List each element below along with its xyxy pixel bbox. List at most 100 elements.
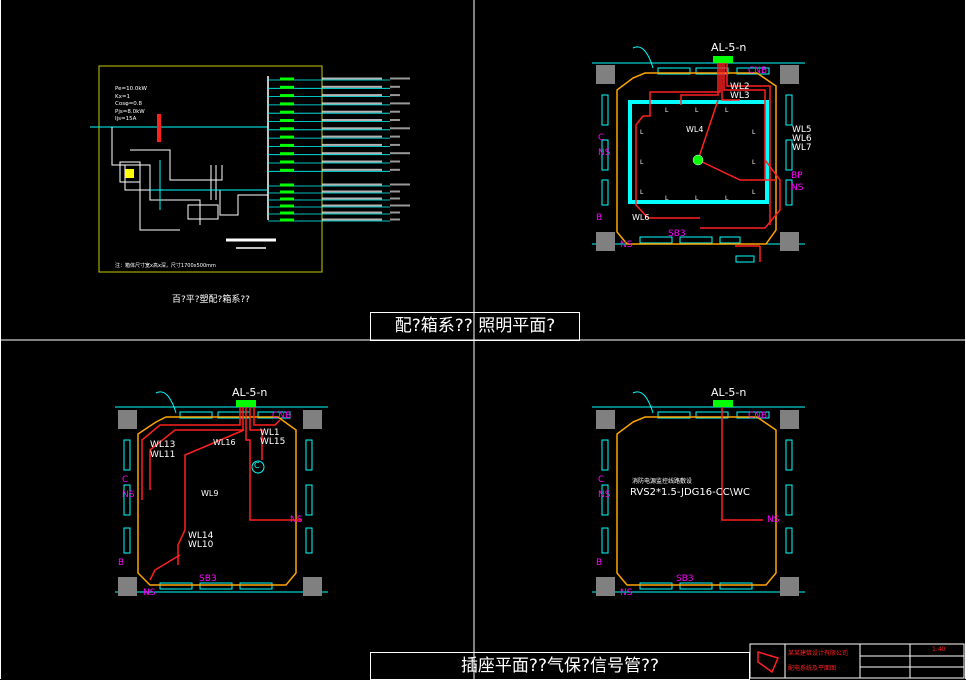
branch-breaker-icon [280,119,294,122]
svg-text:NS: NS [598,148,611,158]
branch-spec-text [322,218,382,221]
branch-load-text [390,119,400,121]
svg-text:L: L [695,107,699,114]
branch-load-text [390,102,410,105]
branch-breaker-icon [280,197,294,201]
svg-text:L: L [695,195,699,202]
circuit-wl11: WL11 [150,450,176,460]
branch-load-text [390,183,410,186]
caption-top-text: 配?箱系?? 照明平面? [394,316,556,336]
branch-circuit-rows [268,77,410,222]
panel-label-bottom-right: AL-5-n [711,386,747,399]
svg-text:SB3: SB3 [668,229,686,239]
branch-spec-text [322,77,382,80]
caption-bottom: 插座平面??气保?信号管?? [370,652,750,680]
branch-spec-text [322,211,382,214]
svg-text:SB3: SB3 [199,574,217,584]
branch-spec-text [322,110,382,113]
branch-load-text [390,218,400,221]
branch-breaker-icon [280,94,294,98]
param-cos: Cosφ=0.8 [115,101,143,107]
circuit-wl15: WL15 [260,437,286,447]
branch-load-text [390,152,410,155]
branch-breaker-icon [280,160,294,164]
svg-text:B: B [596,558,602,568]
branch-load-text [390,85,400,88]
svg-text:L: L [725,195,729,202]
socket-plan: C NS NS NS SB3 CNB B [115,391,328,598]
svg-text:L: L [665,107,669,114]
company-logo-icon [757,650,780,674]
branch-spec-text [322,143,382,146]
svg-text:CNB: CNB [272,411,291,421]
title-company: 某某建筑设计有限公司 [788,650,849,657]
svg-text:NS: NS [290,515,303,525]
svg-text:L: L [640,159,644,166]
circuit-wl3: WL3 [730,91,750,101]
svg-text:L: L [665,195,669,202]
svg-text:NS: NS [767,515,780,525]
branch-breaker-icon [280,183,294,187]
svg-text:NS: NS [620,240,633,250]
circuit-wl10: WL10 [188,540,214,550]
svg-text:L: L [752,159,756,166]
circuit-wl7: WL7 [792,143,812,153]
svg-text:B: B [118,558,124,568]
branch-breaker-icon [280,102,294,106]
branch-load-text [390,160,400,163]
branch-load-text [390,110,400,113]
circuit-wl9: WL9 [201,489,219,498]
branch-breaker-icon [280,135,294,139]
param-pe: Pe=10.0kW [115,86,147,92]
caption-top: 配?箱系?? 照明平面? [370,312,580,341]
main-breaker-icon [157,114,161,142]
branch-breaker-icon [280,77,294,81]
branch-breaker-icon [280,152,294,156]
circuit-wl2: WL2 [730,82,750,92]
svg-text:B: B [596,213,602,223]
branch-breaker-icon [280,127,294,131]
circuit-wl4: WL4 [686,125,704,134]
title-block [749,643,965,679]
cable-note-cn: 消防电源监控线路敷设 [632,478,693,485]
branch-breaker-icon [280,85,294,89]
svg-text:CNB: CNB [748,66,767,76]
svg-text:NS: NS [143,588,156,598]
circuit-wl6: WL6 [792,134,812,144]
branch-breaker-icon [280,211,294,215]
svg-text:L: L [725,107,729,114]
param-kx: Kx=1 [115,93,130,100]
branch-spec-text [322,85,382,88]
circuit-wl16: WL16 [213,438,236,447]
branch-breaker-icon [280,110,294,114]
svg-text:NS: NS [122,490,135,500]
branch-spec-text [322,190,382,193]
svg-text:SB3: SB3 [676,574,694,584]
branch-spec-text [322,119,382,121]
circuit-wl14: WL14 [188,531,214,541]
branch-breaker-icon [280,190,294,194]
branch-load-text [390,211,400,214]
branch-load-text [390,77,410,80]
branch-load-text [390,94,400,97]
param-ijs: Ijs=15A [115,116,137,122]
branch-spec-text [322,152,382,155]
branch-spec-text [322,94,382,97]
branch-spec-text [322,127,382,130]
branch-spec-text [322,102,382,105]
system-diagram-caption: 百?平?塑配?箱系?? [172,295,250,305]
load-params: Pe=10.0kW Kx=1 Cosφ=0.8 Pjs=8.0kW Ijs=15… [115,86,147,124]
svg-text:C: C [598,475,604,485]
svg-text:L: L [640,189,644,196]
svg-text:BP: BP [791,171,803,181]
circuit-wl1: WL1 [260,428,280,438]
title-scale: 1:40 [932,646,946,653]
branch-load-text [390,135,400,138]
branch-load-text [390,204,410,207]
caption-bottom-text: 插座平面??气保?信号管?? [460,656,660,676]
panel-al-5-n-bottom-right [713,400,733,407]
circuit-wl5: WL5 [792,125,812,135]
socket-symbol-c: C [254,461,260,470]
